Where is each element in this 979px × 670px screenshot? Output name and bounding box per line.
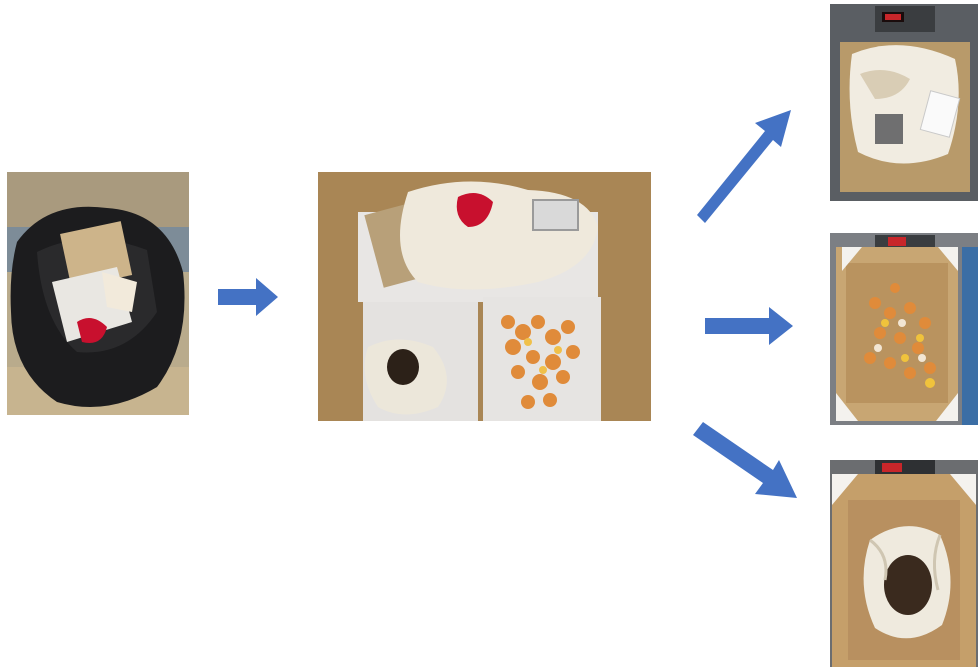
arrow-right-icon — [703, 306, 795, 346]
organic-bag-box-photo — [830, 460, 978, 667]
arrow-right-icon — [218, 278, 280, 318]
sorted-waste-photo — [318, 172, 651, 421]
packaging-box-photo — [830, 4, 978, 201]
arrow-up-right-icon — [693, 104, 799, 228]
arrow-down-right-icon — [693, 418, 803, 504]
waste-bag-photo — [7, 172, 189, 415]
eggshell-box-photo — [830, 233, 978, 425]
